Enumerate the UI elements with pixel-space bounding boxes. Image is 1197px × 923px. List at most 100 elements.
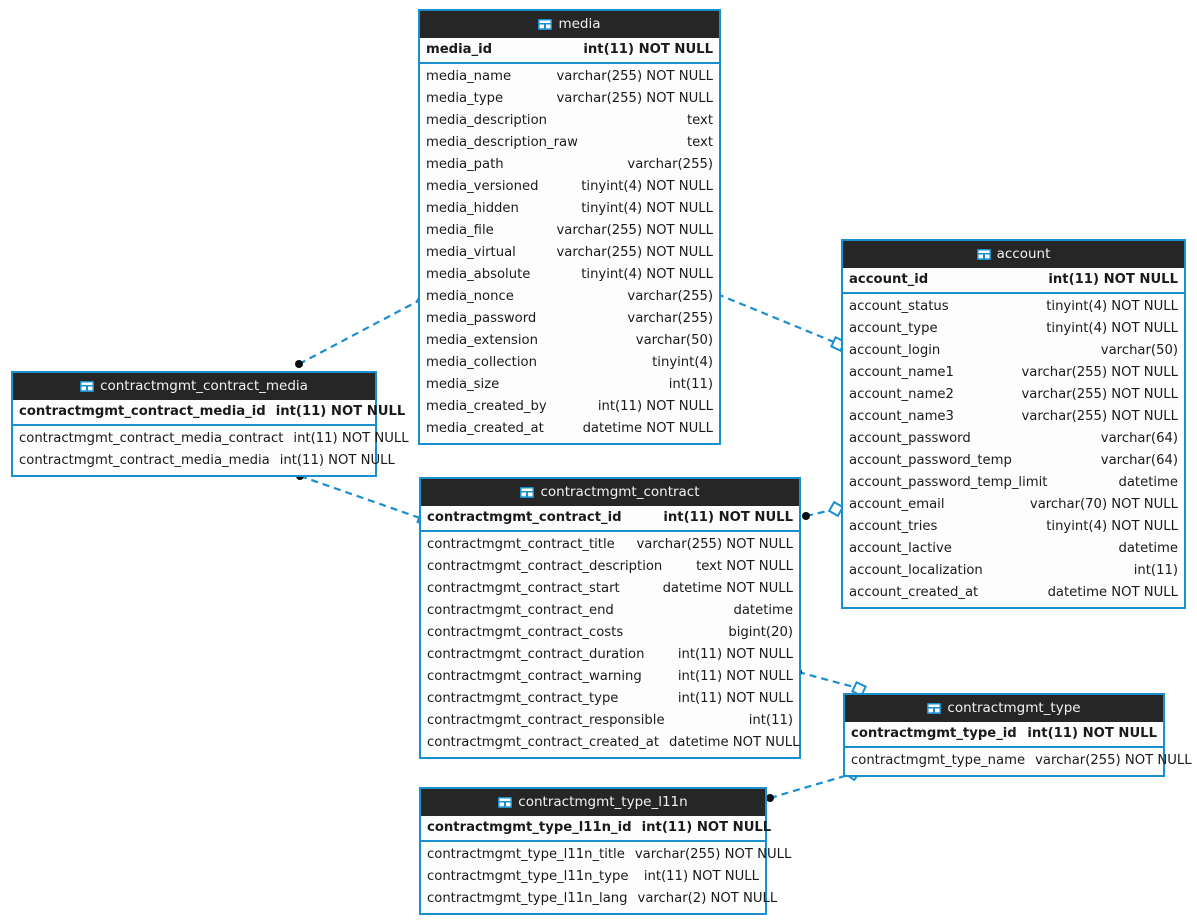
entity-contractmgmt-contract-media[interactable]: contractmgmt_contract_media contractmgmt… bbox=[11, 371, 409, 477]
column-type: varchar(255) NOT NULL bbox=[1021, 387, 1179, 402]
table-row[interactable]: account_email varchar(70) NOT NULL bbox=[843, 494, 1184, 516]
column-name: account_login bbox=[849, 343, 941, 358]
column-type: int(11) NOT NULL bbox=[677, 691, 793, 706]
entity-contractmgmt-contract-pk: contractmgmt_contract_id int(11) NOT NUL… bbox=[421, 506, 799, 532]
column-type: datetime bbox=[1118, 541, 1178, 556]
relation-contract-media-to-contract bbox=[296, 472, 432, 527]
table-row[interactable]: contractmgmt_type_l11n_id int(11) NOT NU… bbox=[421, 816, 771, 840]
table-icon bbox=[80, 380, 95, 392]
column-name: contractmgmt_contract_id bbox=[427, 510, 622, 525]
column-name: media_virtual bbox=[426, 245, 516, 260]
column-type: bigint(20) bbox=[728, 625, 793, 640]
column-type: text NOT NULL bbox=[696, 559, 793, 574]
column-name: account_created_at bbox=[849, 585, 979, 600]
entity-contractmgmt-contract-media-pk: contractmgmt_contract_media_id int(11) N… bbox=[13, 400, 405, 426]
table-row[interactable]: account_localization int(11) bbox=[843, 560, 1184, 582]
entity-account[interactable]: account account_id int(11) NOT NULL acco… bbox=[841, 239, 1186, 609]
column-type: tinyint(4) NOT NULL bbox=[581, 179, 713, 194]
table-icon bbox=[538, 18, 553, 30]
table-row[interactable]: contractmgmt_type_id int(11) NOT NULL bbox=[845, 722, 1163, 746]
column-name: contractmgmt_contract_end bbox=[427, 603, 614, 618]
column-name: account_email bbox=[849, 497, 945, 512]
entity-media-header: media bbox=[420, 11, 719, 38]
column-type: tinyint(4) NOT NULL bbox=[581, 267, 713, 282]
column-type: varchar(70) NOT NULL bbox=[1029, 497, 1178, 512]
relation-media-to-account bbox=[713, 290, 846, 352]
column-name: media_type bbox=[426, 91, 504, 106]
column-type: int(11) NOT NULL bbox=[643, 869, 759, 884]
column-name: account_name2 bbox=[849, 387, 954, 402]
entity-account-title: account bbox=[996, 245, 1051, 262]
column-name: account_lactive bbox=[849, 541, 952, 556]
table-icon bbox=[520, 486, 535, 498]
entity-contractmgmt-type-l11n[interactable]: contractmgmt_type_l11n contractmgmt_type… bbox=[419, 787, 791, 915]
column-type: int(11) NOT NULL bbox=[677, 669, 793, 684]
column-name: account_type bbox=[849, 321, 938, 336]
column-name: account_localization bbox=[849, 563, 983, 578]
entity-contractmgmt-type[interactable]: contractmgmt_type contractmgmt_type_id i… bbox=[843, 693, 1192, 777]
entity-contractmgmt-contract[interactable]: contractmgmt_contract contractmgmt_contr… bbox=[419, 477, 801, 759]
entity-media-pk: media_id int(11) NOT NULL bbox=[420, 38, 719, 64]
entity-media[interactable]: media media_id int(11) NOT NULL media_na… bbox=[418, 9, 721, 445]
column-type: int(11) bbox=[1133, 563, 1178, 578]
column-name: account_tries bbox=[849, 519, 938, 534]
table-row[interactable]: media_id int(11) NOT NULL bbox=[420, 38, 719, 62]
relation-contract-media-to-media bbox=[295, 290, 433, 368]
table-row[interactable]: account_lactive datetime bbox=[843, 538, 1184, 560]
table-row[interactable]: account_id int(11) NOT NULL bbox=[843, 268, 1184, 292]
table-row[interactable]: contractmgmt_contract_media_id int(11) N… bbox=[13, 400, 405, 424]
column-name: media_password bbox=[426, 311, 537, 326]
column-type: tinyint(4) NOT NULL bbox=[581, 201, 713, 216]
table-row[interactable]: account_name2 varchar(255) NOT NULL bbox=[843, 384, 1184, 406]
column-name: contractmgmt_contract_created_at bbox=[427, 735, 660, 750]
column-name: media_created_at bbox=[426, 421, 544, 436]
column-type: varchar(255) NOT NULL bbox=[556, 69, 714, 84]
table-row[interactable]: contractmgmt_contract_id int(11) NOT NUL… bbox=[421, 506, 799, 530]
